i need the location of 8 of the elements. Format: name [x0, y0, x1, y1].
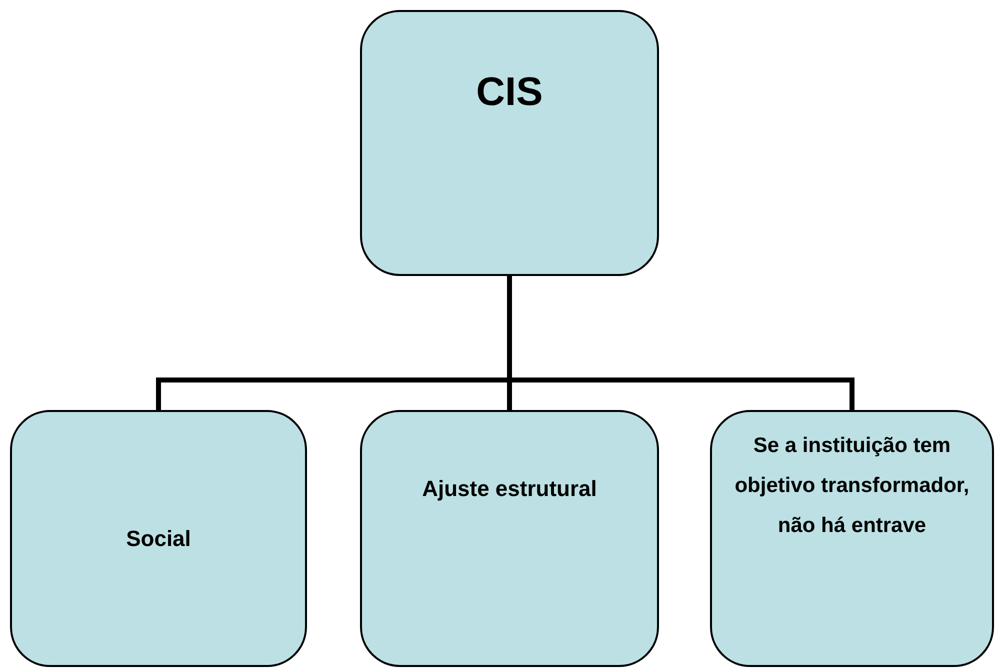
box-label: Se a instituição tem objetivo transformador, não há entrave [734, 433, 970, 539]
rounded-box [360, 10, 659, 276]
box-label: Ajuste estrutural [422, 475, 597, 503]
rounded-box [360, 410, 659, 667]
rounded-box [10, 410, 307, 667]
box-label: Social [126, 525, 191, 553]
rounded-box [710, 410, 994, 667]
box-label: CIS [476, 69, 543, 116]
